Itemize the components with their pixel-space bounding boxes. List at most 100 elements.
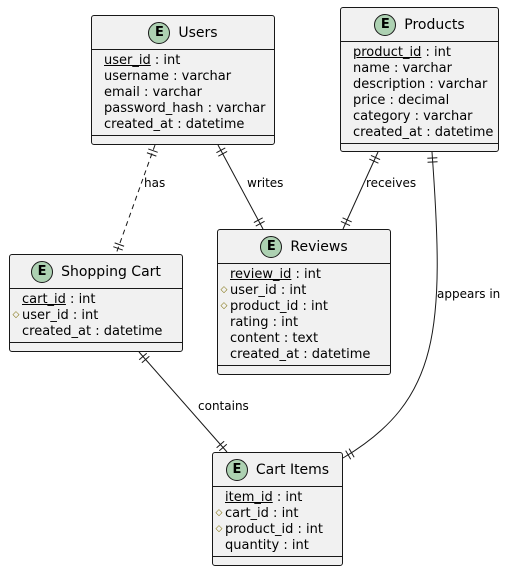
- field-type: : varchar: [389, 60, 452, 76]
- field-row: ◇product_id : int: [218, 298, 390, 314]
- field-row: rating : int: [218, 314, 390, 330]
- field-name: user_id: [22, 307, 69, 323]
- entity-footer: [213, 556, 342, 565]
- field-name: user_id: [230, 282, 277, 298]
- relationship-label-appears-in: appears in: [437, 287, 501, 301]
- field-row: username : varchar: [92, 68, 274, 84]
- primary-key-name: cart_id: [22, 291, 66, 307]
- entity-icon: E: [31, 260, 54, 283]
- field-row: created_at : datetime: [341, 124, 498, 140]
- field-type: : int: [298, 298, 328, 314]
- relationship-users-shopping-cart: [113, 144, 158, 255]
- entity-footer: [341, 143, 498, 152]
- foreign-key-icon: ◇: [12, 310, 20, 320]
- field-type: : varchar: [410, 108, 473, 124]
- field-type: : datetime: [91, 323, 163, 339]
- field-type: : varchar: [203, 100, 266, 116]
- field-name: cart_id: [225, 505, 269, 521]
- field-type: : datetime: [422, 124, 494, 140]
- entity-footer: [92, 135, 274, 144]
- field-row: password_hash : varchar: [92, 100, 274, 116]
- relationship-label-has: has: [144, 176, 166, 190]
- field-name: created_at: [353, 124, 423, 140]
- entity-icon: E: [225, 458, 248, 481]
- field-name: name: [353, 60, 390, 76]
- primary-key-name: review_id: [230, 266, 292, 282]
- relationship-label-receives: receives: [366, 176, 417, 190]
- field-name: price: [353, 92, 386, 108]
- field-type: : varchar: [139, 84, 202, 100]
- entity-divider: [341, 41, 498, 42]
- field-type: : datetime: [299, 346, 371, 362]
- entity-divider: [213, 486, 342, 487]
- relationship-users-reviews: [216, 144, 265, 230]
- entity-title: Users: [178, 24, 218, 41]
- entity-title: Products: [404, 16, 465, 33]
- field-type: : varchar: [425, 76, 488, 92]
- field-row: ◇user_id : int: [218, 282, 390, 298]
- field-type: : int: [421, 44, 451, 60]
- entity-icon: E: [260, 235, 283, 258]
- relationship-products-reviews: [340, 151, 381, 230]
- field-name: category: [353, 108, 411, 124]
- field-type: : int: [276, 282, 307, 298]
- relationship-shopping-cart-cart-items: [138, 351, 228, 453]
- field-name: created_at: [104, 116, 174, 132]
- field-row: quantity : int: [213, 537, 342, 553]
- entity-divider: [92, 49, 274, 50]
- entity-title: Reviews: [290, 238, 348, 255]
- field-type: : datetime: [173, 116, 245, 132]
- entity-icon: E: [374, 13, 397, 36]
- field-row: content : text: [218, 330, 390, 346]
- field-name: description: [353, 76, 426, 92]
- entity-footer: [10, 342, 182, 351]
- relationship-label-contains: contains: [198, 399, 249, 413]
- field-type: : int: [150, 52, 181, 68]
- field-name: product_id: [230, 298, 299, 314]
- primary-key-name: item_id: [225, 489, 273, 505]
- field-row: ◇product_id : int: [213, 521, 342, 537]
- field-row: category : varchar: [341, 108, 498, 124]
- relationship-products-cart-items: [342, 151, 438, 460]
- field-type: : int: [65, 291, 96, 307]
- field-type: : int: [268, 314, 299, 330]
- field-name: quantity: [225, 537, 280, 553]
- field-row: ◇cart_id : int: [213, 505, 342, 521]
- field-type: : int: [279, 537, 309, 553]
- entity-icon: E: [148, 21, 171, 44]
- field-name: rating: [230, 314, 269, 330]
- entity-header: E Shopping Cart: [10, 255, 182, 288]
- field-row: created_at : datetime: [218, 346, 390, 362]
- field-row: product_id : int: [341, 44, 498, 60]
- entity-header: E Products: [341, 8, 498, 41]
- foreign-key-icon: ◇: [215, 508, 223, 518]
- field-type: : decimal: [385, 92, 450, 108]
- field-row: description : varchar: [341, 76, 498, 92]
- entity-header: E Reviews: [218, 230, 390, 263]
- entity-header: E Users: [92, 16, 274, 49]
- field-row: created_at : datetime: [10, 323, 182, 339]
- field-name: password_hash: [104, 100, 204, 116]
- field-type: : int: [68, 307, 99, 323]
- entity-divider: [10, 288, 182, 289]
- field-type: : varchar: [169, 68, 232, 84]
- field-row: price : decimal: [341, 92, 498, 108]
- field-name: created_at: [22, 323, 92, 339]
- foreign-key-icon: ◇: [215, 524, 223, 534]
- field-name: username: [104, 68, 169, 84]
- entity-title: Shopping Cart: [61, 263, 161, 280]
- field-type: : int: [293, 521, 323, 537]
- foreign-key-icon: ◇: [220, 285, 228, 295]
- entity-fields: item_id : int◇cart_id : int◇product_id :…: [213, 487, 342, 556]
- field-name: content: [230, 330, 280, 346]
- entity-shopping-cart[interactable]: E Shopping Cart cart_id : int ◇user_id : in…: [9, 254, 183, 352]
- field-type: : int: [268, 505, 299, 521]
- field-type: : int: [272, 489, 303, 505]
